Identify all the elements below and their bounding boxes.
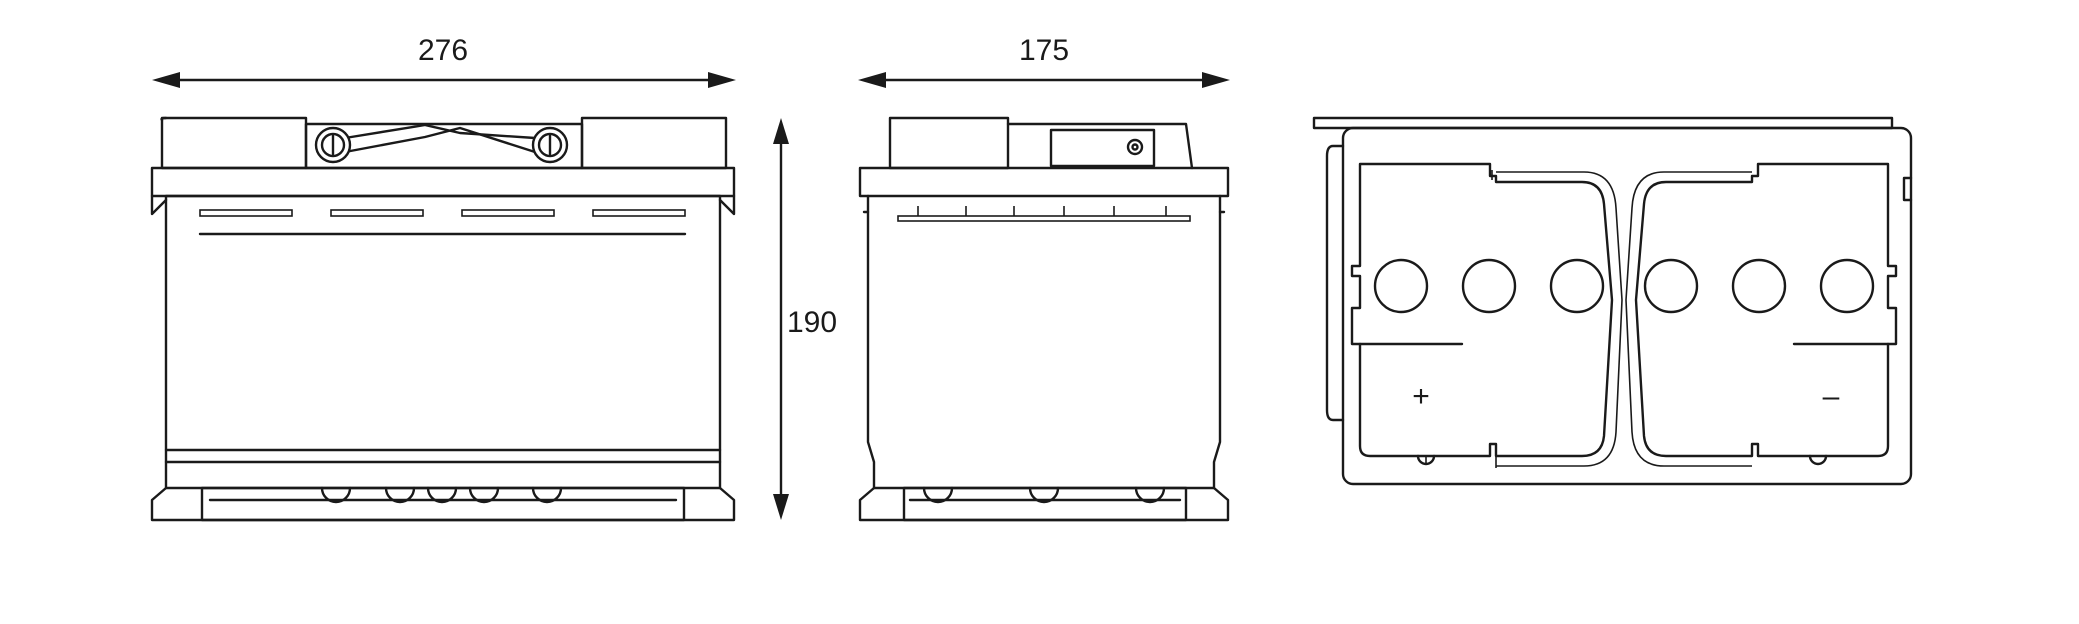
side-lid-flange: [858, 166, 1230, 198]
front-base: [150, 486, 736, 522]
top-outer-body: [1341, 126, 1913, 486]
side-base: [858, 486, 1230, 522]
positive-terminal-label: +: [1412, 380, 1430, 413]
front-lid-flange: [150, 166, 736, 198]
front-body: [164, 194, 722, 490]
front-fill-markings: [198, 209, 687, 236]
top-lid-left-half: [1350, 162, 1614, 458]
length-dimension-label: 276: [418, 34, 468, 67]
width-dimension-label: 175: [1019, 34, 1069, 67]
front-view: 276: [150, 34, 736, 522]
height-dimension-label: 190: [787, 306, 837, 339]
top-lid-right-half: [1634, 162, 1898, 458]
front-lid-left-block: [160, 116, 308, 170]
side-fill-markings: [897, 206, 1191, 222]
width-dimension-line: [858, 72, 1230, 88]
side-view: 175: [858, 34, 1230, 522]
height-dimension-line: [773, 118, 789, 520]
length-dimension-line: [152, 72, 736, 88]
vent-caps: [1373, 258, 1875, 314]
side-lid-block: [888, 116, 1010, 170]
top-outer-rim: [1312, 116, 1894, 130]
side-body: [866, 194, 1222, 490]
top-view: [1312, 116, 1913, 486]
side-indicator-window: [1049, 128, 1156, 168]
carry-handle: [314, 123, 569, 164]
front-lid-right-block: [580, 116, 728, 170]
negative-terminal-label: –: [1823, 380, 1840, 413]
